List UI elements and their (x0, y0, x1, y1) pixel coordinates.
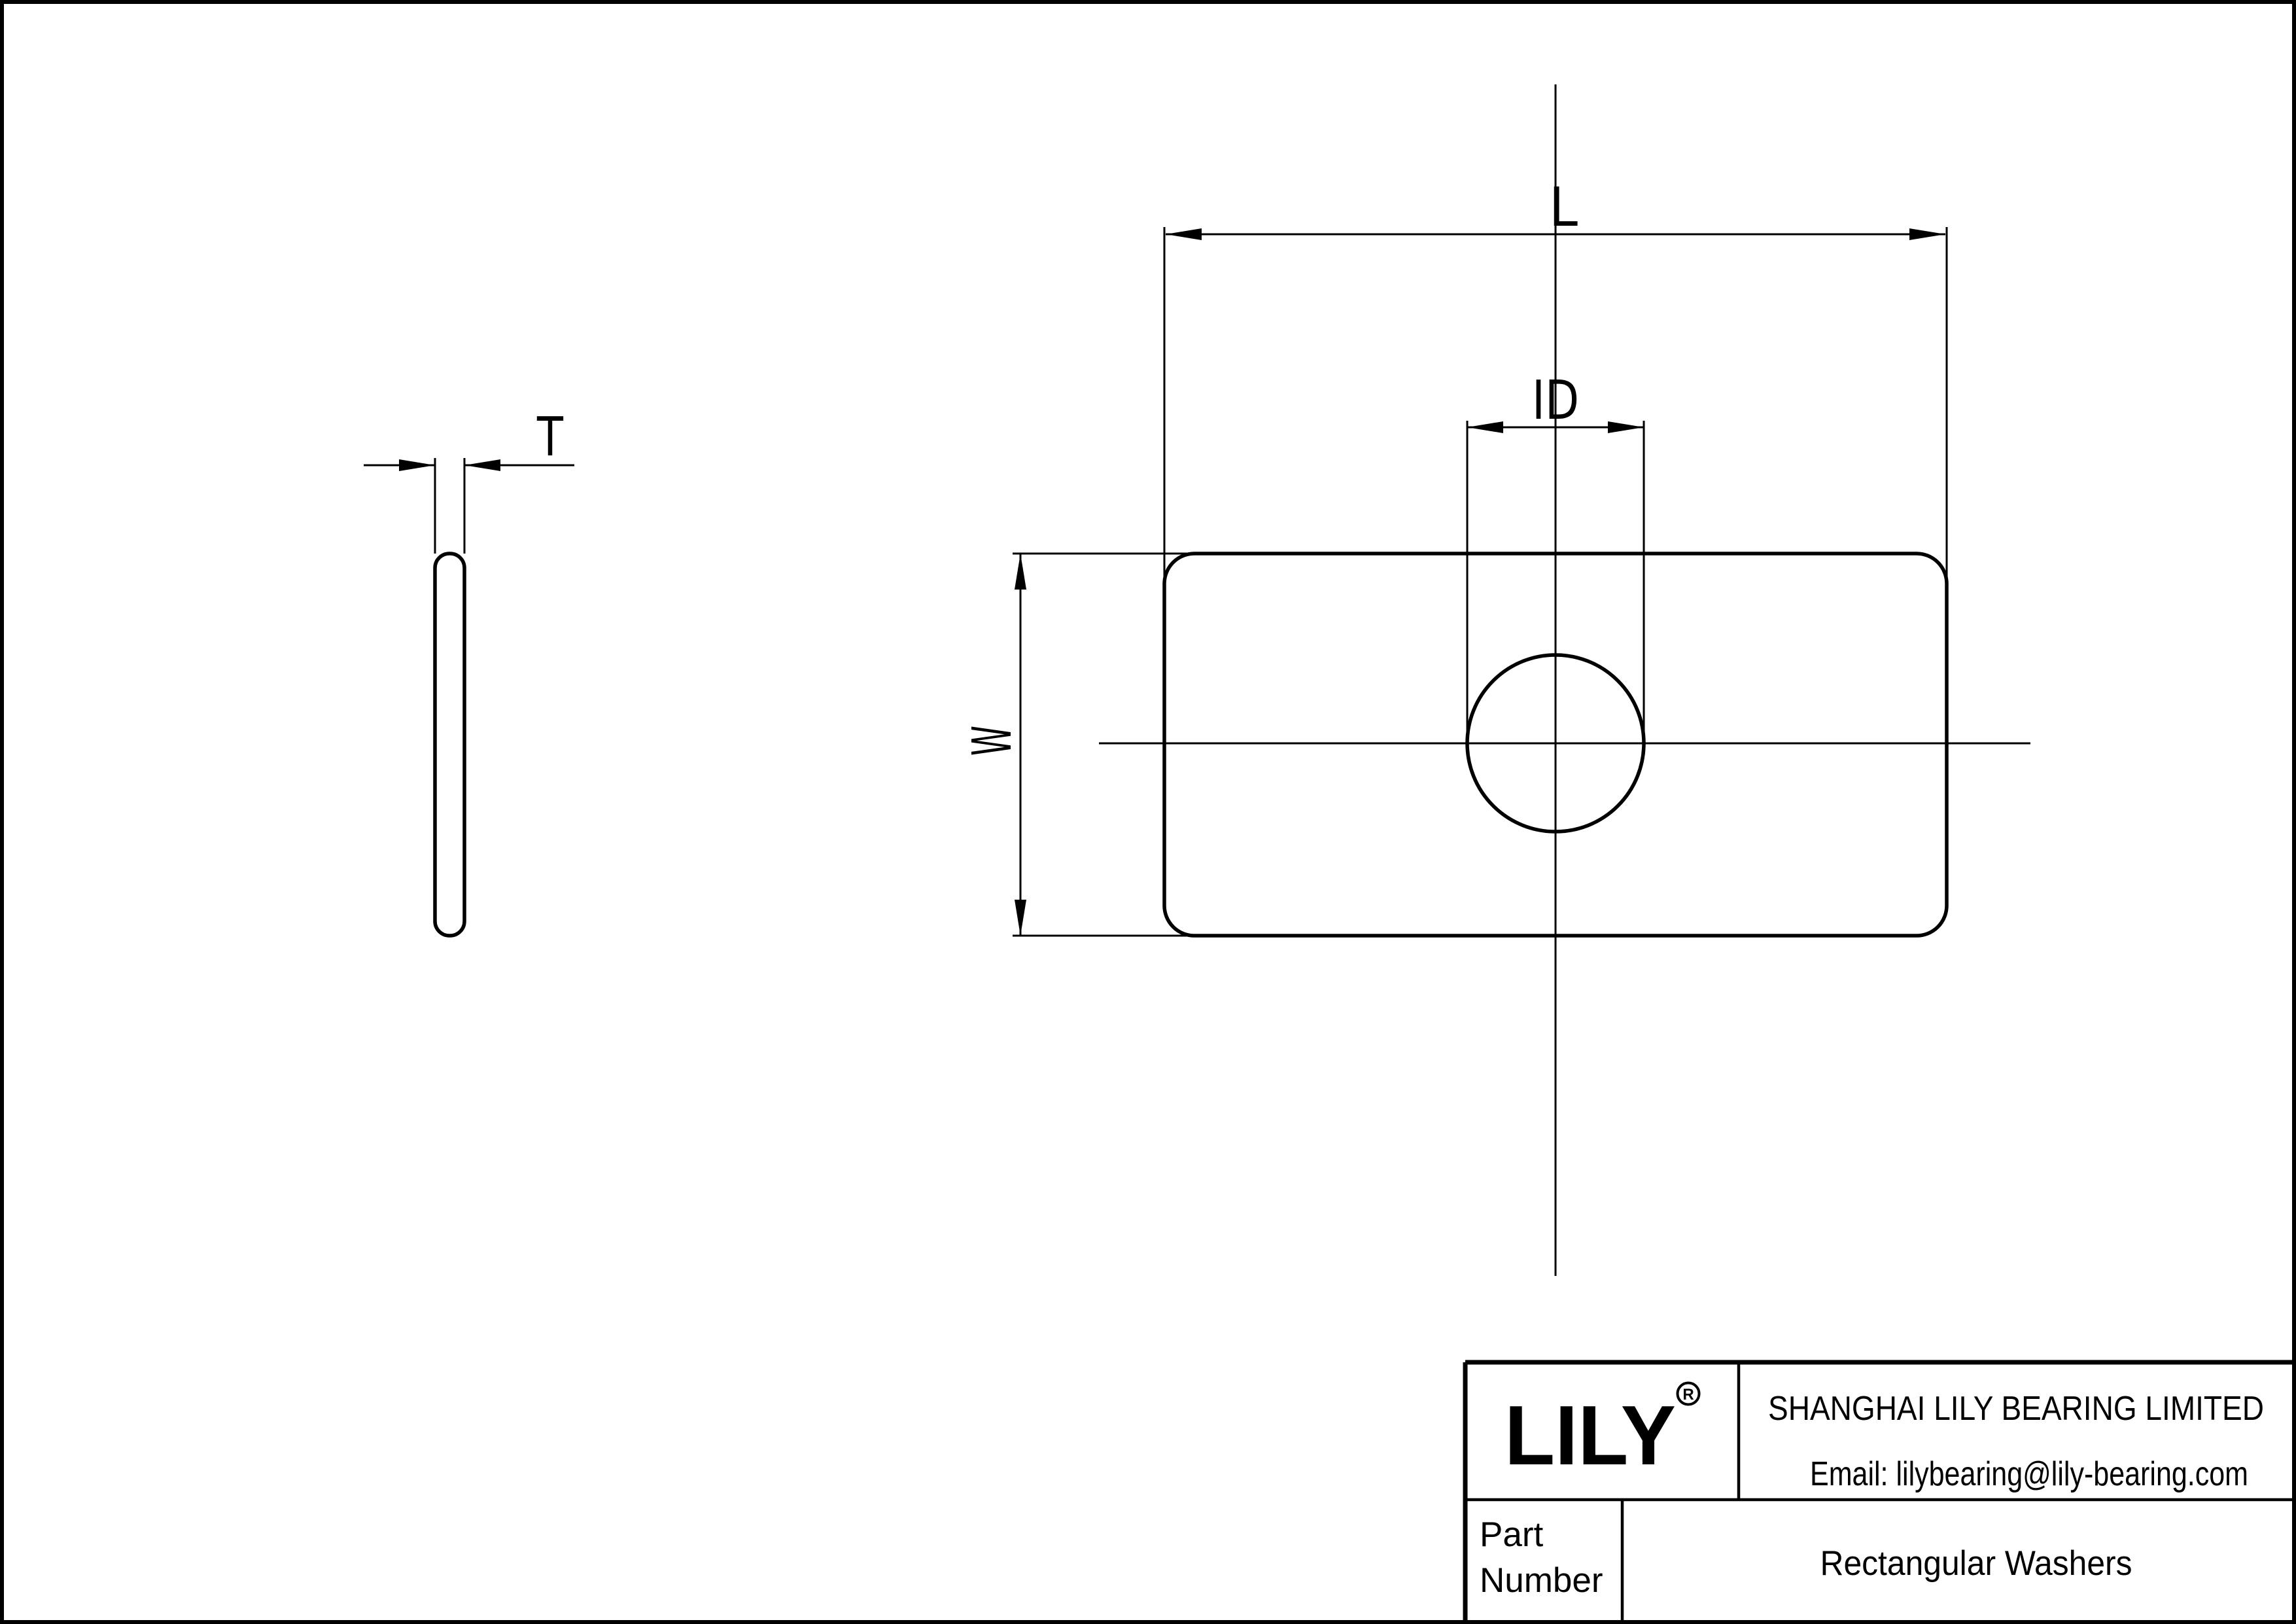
front-view-outline (1162, 552, 1949, 938)
length-label: L (1549, 177, 1578, 239)
length-arrowhead-right-icon (1909, 228, 1945, 240)
inner-diameter-label: ID (1532, 370, 1579, 432)
registered-trademark-icon (1676, 1381, 1701, 1406)
side-view: T (364, 406, 574, 938)
front-view (1099, 84, 2030, 1276)
length-arrowhead-left-icon (1166, 228, 1202, 240)
company-email: Email: lilybearing@lily-bearing.com (1810, 1455, 2248, 1493)
registered-trademark-letter: R (1682, 1386, 1694, 1403)
width-arrowhead-bottom-icon (1015, 900, 1026, 936)
width-arrowhead-top-icon (1015, 554, 1026, 590)
width-dimension: W (962, 552, 1197, 937)
thickness-arrowhead-left-icon (399, 459, 435, 471)
side-view-outline (433, 552, 466, 938)
part-number-label-line1: Part (1480, 1515, 1543, 1554)
width-label: W (962, 726, 1024, 756)
inner-diameter-dimension: ID (1466, 370, 1645, 743)
part-name: Rectangular Washers (1820, 1544, 2132, 1583)
id-arrowhead-right-icon (1608, 421, 1644, 433)
length-dimension: L (1163, 177, 1948, 585)
company-name: SHANGHAI LILY BEARING LIMITED (1768, 1390, 2264, 1428)
thickness-arrowhead-right-icon (464, 459, 500, 471)
company-logo: LILY (1505, 1388, 1676, 1483)
title-block: LILY R SHANGHAI LILY BEARING LIMITED Ema… (1463, 1360, 2294, 1622)
id-arrowhead-left-icon (1467, 421, 1503, 433)
part-number-label-line2: Number (1480, 1561, 1603, 1600)
thickness-label: T (536, 406, 564, 468)
